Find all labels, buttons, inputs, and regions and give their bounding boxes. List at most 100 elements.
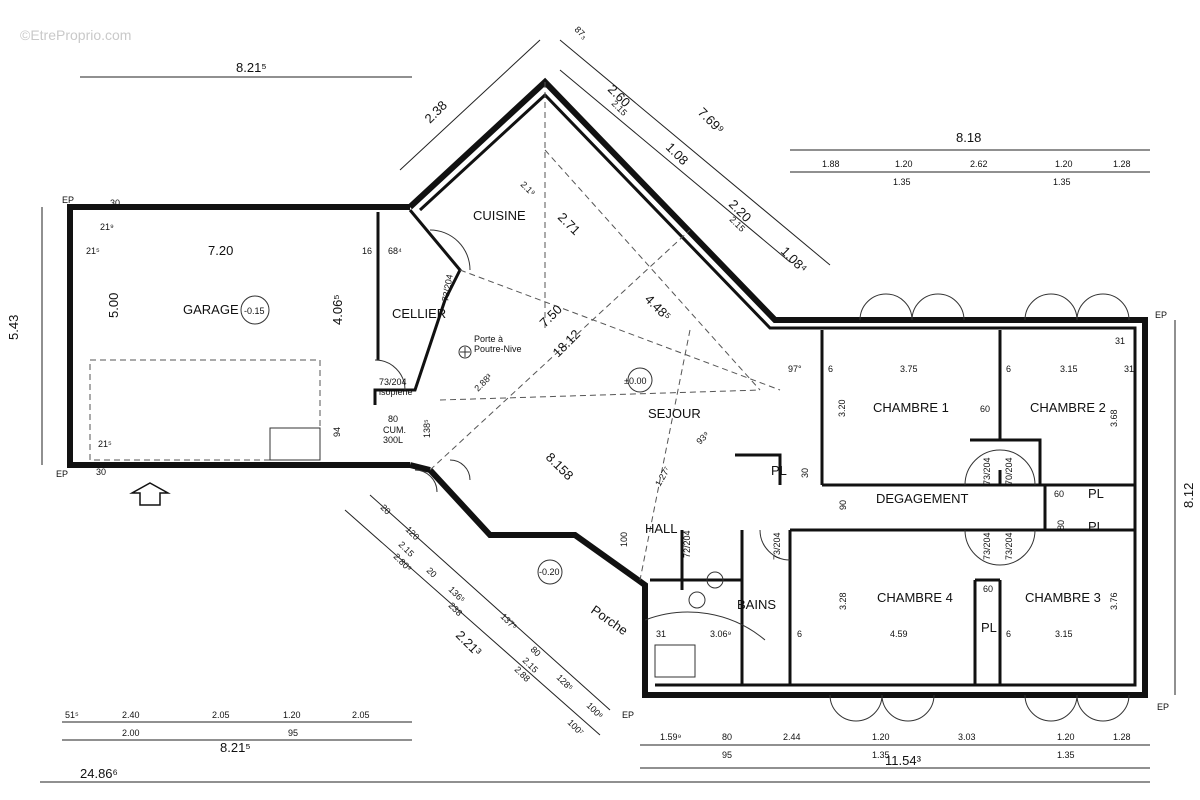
dim-label: 3.76	[1109, 592, 1119, 610]
room-label-chambre2: CHAMBRE 2	[1030, 400, 1106, 415]
note-porte: Porte à	[474, 334, 503, 344]
dim-label: 1.35	[872, 750, 890, 760]
dim-label: 3.28	[838, 592, 848, 610]
dim-label: 238	[447, 600, 465, 618]
door-arc	[881, 694, 935, 722]
room-label-pl: PL	[771, 463, 787, 478]
dash-2	[459, 269, 781, 391]
toilet-icon	[688, 591, 706, 609]
dim-label: 60	[983, 584, 993, 594]
dim-label: 5.43	[6, 315, 21, 340]
dim-label: 1.88	[822, 159, 840, 169]
dim-label: 2.05	[212, 710, 230, 720]
dim-label: 3.03	[958, 732, 976, 742]
dim-label: 2.38	[422, 98, 451, 127]
dim-label: 20	[425, 565, 439, 579]
door-swings	[374, 229, 1130, 722]
watermark: ©EtreProprio.com	[20, 27, 131, 43]
dim-label: 100	[619, 532, 629, 547]
sink-icon	[706, 571, 724, 589]
dim-label: 1.20	[283, 710, 301, 720]
room-label-sejour: SEJOUR	[648, 406, 701, 421]
dim-label: 4.06⁵	[330, 294, 345, 325]
dim-label: 60	[980, 404, 990, 414]
note-cum-b: 300L	[383, 435, 403, 445]
room-label-bains: BAINS	[737, 597, 776, 612]
dim-label: 6	[828, 364, 833, 374]
room-label-cuisine: CUISINE	[473, 208, 526, 223]
dim-label: 2.1⁹	[519, 179, 538, 198]
dash-4	[439, 389, 761, 401]
dim-label: 8.18	[956, 130, 981, 145]
dim-label: 30	[110, 198, 120, 208]
dim-label: 2.88³	[472, 372, 494, 394]
dim-line	[559, 39, 831, 266]
dim-label: 4.48⁵	[642, 292, 674, 324]
garage-door-fixture	[269, 427, 321, 461]
room-label-pl: PL	[981, 620, 997, 635]
dim-label: 2.44	[783, 732, 801, 742]
dim-label: 18.12	[550, 327, 584, 361]
dim-label: 31	[1115, 336, 1125, 346]
door-arc	[449, 459, 471, 481]
dim-label: 30	[800, 468, 810, 478]
room-label-pl: PL	[1088, 486, 1104, 501]
dash-6	[429, 229, 691, 471]
dim-label: 3.15	[1060, 364, 1078, 374]
garage-outer-wall	[67, 204, 410, 468]
dim-label: 7.69⁹	[695, 105, 727, 137]
dim-label: 5.00	[106, 293, 121, 318]
dim-label: 60	[1054, 489, 1064, 499]
door-label: 70/204	[1004, 457, 1014, 485]
room-label-chambre1: CHAMBRE 1	[873, 400, 949, 415]
dim-label: 1.08⁴	[778, 244, 810, 276]
dim-label: 30	[96, 467, 106, 477]
dim-label: 4.59	[890, 629, 908, 639]
interior-walls	[650, 330, 1135, 685]
dim-label: 97°	[788, 364, 802, 374]
dim-label: 80	[388, 414, 398, 424]
dim-label: 6	[1006, 364, 1011, 374]
dim-label: 1.35	[1057, 750, 1075, 760]
door-arc	[964, 529, 1001, 566]
dim-label: 1.59⁹	[660, 732, 682, 742]
cellier-cuisine-wall	[373, 209, 462, 405]
room-label-garage: GARAGE	[183, 302, 239, 317]
dim-label: 7.50	[537, 302, 566, 331]
dim-label: 93⁹	[694, 429, 711, 446]
dash-5	[639, 329, 691, 581]
level-sejour: ±0.00	[624, 376, 646, 386]
door-arc	[1076, 694, 1130, 722]
room-label-chambre3: CHAMBRE 3	[1025, 590, 1101, 605]
note-ep: EP	[56, 469, 68, 479]
room-label-degagement: DEGAGEMENT	[876, 491, 969, 506]
level-marker-icon	[537, 559, 563, 585]
dim-label: 1.27⁷	[653, 465, 672, 488]
dim-label: 80	[529, 644, 543, 658]
main-house-inner-wall	[418, 92, 1137, 687]
door-arc	[1024, 293, 1078, 321]
entrance-arrow-icon	[129, 482, 171, 506]
dim-label: 90	[838, 500, 848, 510]
dim-label: 6	[1006, 629, 1011, 639]
dim-label: 3.15	[1055, 629, 1073, 639]
plan-notes: Porte à Poutre-Nive 73/204 isoplene CUM.…	[56, 195, 1169, 720]
dim-label: 16	[362, 246, 372, 256]
dim-line	[559, 69, 791, 263]
dim-label: 2.40	[122, 710, 140, 720]
door-arc	[964, 449, 1001, 486]
door-arc	[859, 293, 913, 321]
door-arc	[999, 449, 1036, 486]
door-arc	[374, 359, 406, 391]
dim-label: 1.20	[1055, 159, 1073, 169]
dim-label: 3.06⁹	[710, 629, 732, 639]
door-label: 73/204	[440, 273, 455, 302]
note-cum-a: CUM.	[383, 425, 406, 435]
dim-line	[344, 509, 601, 736]
beam-marker-icon	[458, 345, 472, 359]
chambre1-south-wall	[822, 438, 1042, 487]
room-label-chambre4: CHAMBRE 4	[877, 590, 953, 605]
dim-label: 8.21⁵	[220, 740, 251, 755]
dim-label: 31	[656, 629, 666, 639]
dimension-lines	[40, 39, 1176, 783]
